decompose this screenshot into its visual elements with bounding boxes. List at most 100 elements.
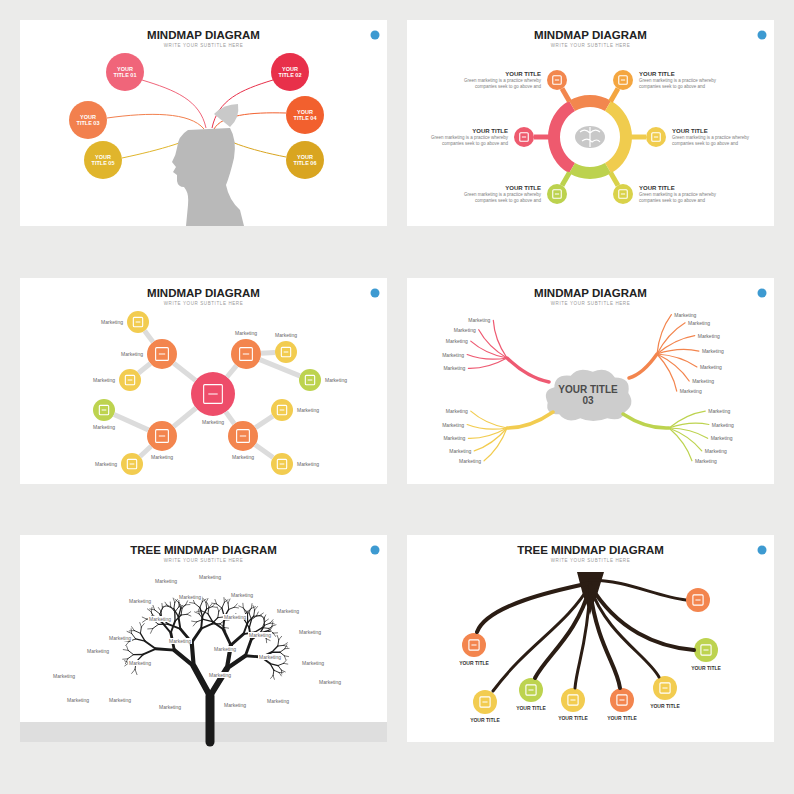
topic-text: Green marketing is a practice whereby co… xyxy=(422,135,508,147)
tree-branch xyxy=(206,602,208,608)
tree-branch xyxy=(192,621,197,623)
tree-branch xyxy=(212,603,215,606)
icon xyxy=(652,133,661,142)
tree-branch xyxy=(153,624,159,628)
topic-title: YOUR TITLE xyxy=(557,715,589,721)
tree-branch xyxy=(281,670,282,674)
tree-branch xyxy=(265,619,269,622)
root xyxy=(590,587,659,677)
ring-stub xyxy=(611,89,619,102)
tree-branch xyxy=(268,626,272,631)
topic-circle: YOUR TITLEGreen marketing is a practice … xyxy=(514,127,534,147)
cloud-outline xyxy=(546,370,632,421)
branch-label: Marketing xyxy=(223,702,247,708)
branch-label: Marketing xyxy=(701,348,725,354)
connector xyxy=(145,331,153,342)
topic-circle: YOUR TITLE 06 xyxy=(286,141,324,179)
branch-label: Marketing xyxy=(467,317,491,323)
tree-branch xyxy=(261,615,264,619)
tree-branch xyxy=(127,646,129,650)
tree-branch xyxy=(179,605,183,607)
tree-branch xyxy=(173,598,175,602)
tree-branch xyxy=(270,620,273,623)
topic-circle: YOUR TITLEGreen marketing is a practice … xyxy=(547,184,567,204)
tree-branch xyxy=(145,641,156,649)
topic-title: YOUR TITLE xyxy=(690,665,722,671)
icon xyxy=(528,690,533,691)
main-branch xyxy=(623,414,669,428)
topic-circle: Marketing xyxy=(271,399,293,421)
tree-branch xyxy=(262,627,268,629)
topic-title: YOUR TITLE 04 xyxy=(290,109,320,122)
page-badge xyxy=(758,546,767,555)
tree-branch xyxy=(206,598,208,602)
tree-branch xyxy=(162,623,170,633)
topic-circle: Marketing xyxy=(299,369,321,391)
connector xyxy=(114,415,148,430)
tree-branch xyxy=(206,696,215,742)
sub-branch xyxy=(669,428,702,451)
sub-branch xyxy=(669,428,692,461)
icon xyxy=(617,695,627,705)
icon xyxy=(520,133,529,142)
topic-circle: YOUR TITLEGreen marketing is a practice … xyxy=(547,70,567,90)
branch-label: Marketing xyxy=(258,654,282,660)
connector xyxy=(255,416,272,428)
tree-branch xyxy=(253,610,255,616)
branch-label: Marketing xyxy=(92,377,116,383)
leader-line xyxy=(122,130,205,158)
tree-branch xyxy=(174,609,179,617)
branch-label: Marketing xyxy=(120,351,144,357)
icon xyxy=(660,683,670,693)
brain-icon xyxy=(575,126,605,148)
icon xyxy=(553,190,562,199)
tree-branch xyxy=(277,635,279,639)
icon xyxy=(482,702,487,703)
tree-branch xyxy=(180,604,182,608)
branch-label: Marketing xyxy=(276,608,300,614)
root xyxy=(535,587,590,678)
tree-branch xyxy=(284,663,288,665)
topic-circle: Marketing xyxy=(127,311,149,333)
main-branch xyxy=(507,358,549,382)
sub-branch xyxy=(468,428,507,438)
branch-label: Marketing xyxy=(441,352,465,358)
connector xyxy=(226,412,234,424)
tree-branch xyxy=(198,609,199,614)
tree-branch xyxy=(199,607,202,611)
topic-circle: YOUR TITLE xyxy=(694,638,718,662)
sub-branch xyxy=(657,315,671,354)
sub-branch xyxy=(669,411,705,428)
tree-branch xyxy=(273,676,274,680)
tree-branch xyxy=(234,604,237,607)
tree-branch xyxy=(266,639,267,643)
tree-branch xyxy=(220,620,225,624)
ring-stub xyxy=(631,135,646,140)
branch-label: Marketing xyxy=(66,697,90,703)
tree-branch xyxy=(123,658,128,659)
ring-stub xyxy=(534,135,549,140)
head-lid xyxy=(214,104,238,127)
root-system xyxy=(477,572,710,691)
tree-branch xyxy=(271,676,273,679)
tree-branch xyxy=(207,607,209,613)
tree-branch xyxy=(284,655,288,657)
branch-label: Marketing xyxy=(441,422,465,428)
branch-label: Marketing xyxy=(679,388,703,394)
icon xyxy=(280,464,285,465)
tree-branch xyxy=(249,620,251,628)
icon xyxy=(240,436,246,437)
tree-branch xyxy=(284,645,288,647)
tree-branch xyxy=(207,603,209,607)
branch-label: Marketing xyxy=(453,327,477,333)
sub-branch xyxy=(468,358,507,368)
icon xyxy=(553,76,562,85)
tree-branch xyxy=(156,649,175,650)
ring-segment xyxy=(569,163,611,179)
tree-branch xyxy=(268,627,272,629)
tree-branch xyxy=(256,612,258,616)
branch-label: Marketing xyxy=(266,698,290,704)
topic-circle: Marketing xyxy=(228,421,258,451)
branch-label: Marketing xyxy=(296,407,320,413)
tree-branch xyxy=(194,666,210,696)
